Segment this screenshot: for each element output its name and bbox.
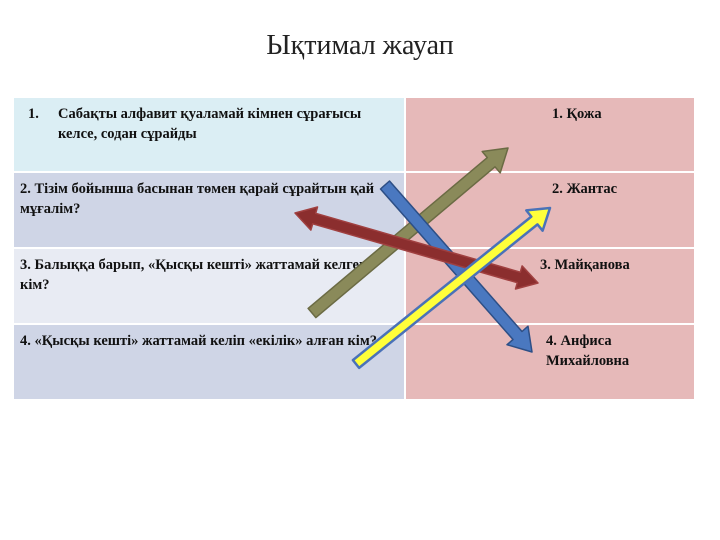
question-number: 1. xyxy=(28,106,39,122)
blue-arrow xyxy=(379,180,533,353)
question-cell: 4. «Қысқы кешті» жаттамай келіп «екілік»… xyxy=(14,325,404,399)
answer-table: 1. Сабақты алфавит қуаламай кімнен сұрағ… xyxy=(14,98,694,401)
question-text: 3. Балыққа барып, «Қысқы кешті» жаттамай… xyxy=(20,257,368,293)
table-row: 4. «Қысқы кешті» жаттамай келіп «екілік»… xyxy=(14,325,694,399)
olive-arrow xyxy=(307,147,509,319)
answer-text: 2. Жантас xyxy=(552,181,618,197)
answer-line-2: Михайловна xyxy=(546,353,630,369)
question-text: 2. Тізім бойынша басынан төмен қарай сұр… xyxy=(20,181,375,217)
table-row: 2. Тізім бойынша басынан төмен қарай сұр… xyxy=(14,173,694,247)
question-text: Сабақты алфавит қуаламай кімнен сұрағысы… xyxy=(58,106,362,142)
answer-cell: 4. Анфиса Михайловна xyxy=(406,325,694,399)
question-cell: 1. Сабақты алфавит қуаламай кімнен сұрағ… xyxy=(14,98,404,171)
answer-line-1: 4. Анфиса xyxy=(546,333,612,349)
question-cell: 3. Балыққа барып, «Қысқы кешті» жаттамай… xyxy=(14,249,404,323)
yellow-arrow xyxy=(351,206,552,370)
table-row: 1. Сабақты алфавит қуаламай кімнен сұрағ… xyxy=(14,98,694,171)
slide-title: Ықтимал жауап xyxy=(266,30,454,61)
question-text: 4. «Қысқы кешті» жаттамай келіп «екілік»… xyxy=(20,333,377,349)
answer-text: 1. Қожа xyxy=(552,106,602,122)
question-cell: 2. Тізім бойынша басынан төмен қарай сұр… xyxy=(14,173,404,247)
answer-cell: 1. Қожа xyxy=(406,98,694,171)
answer-text: 3. Майқанова xyxy=(540,257,630,273)
